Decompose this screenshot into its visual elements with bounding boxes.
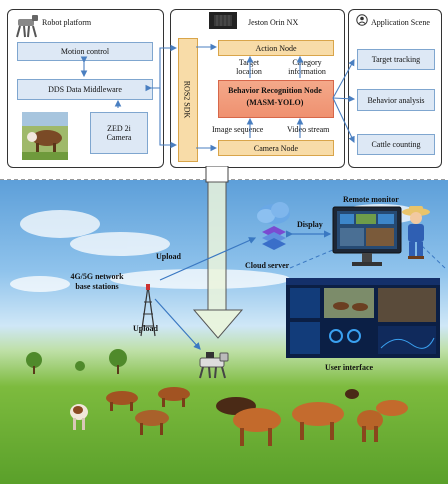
- action-node-box: Action Node: [218, 40, 334, 56]
- upload-label-bottom: Upload: [133, 324, 158, 333]
- upload-label-top: Upload: [156, 252, 181, 261]
- camera-node-box: Camera Node: [218, 140, 334, 156]
- field-robot-icon: [199, 352, 229, 379]
- user-interface-label: User interface: [325, 363, 374, 372]
- jetson-board-icon: [209, 12, 237, 29]
- cloud-server-label: Cloud server: [245, 261, 290, 270]
- base-station-tower-icon: [140, 284, 156, 337]
- cloud-server-icon: [257, 202, 290, 250]
- top-arrows: [80, 43, 356, 152]
- robot-platform-title: Robot platform: [42, 18, 92, 27]
- category-information-label: Category information: [288, 58, 326, 76]
- app-item-cattle-counting: Cattle counting: [357, 134, 435, 155]
- user-icon: [356, 14, 368, 26]
- app-item-behavior-analysis: Behavior analysis: [357, 89, 435, 111]
- network-links: [154, 230, 446, 350]
- image-sequence-label: Image sequence: [212, 125, 264, 134]
- behavior-node-subtitle: (MASM-YOLO): [246, 98, 304, 107]
- app-item-target-tracking: Target tracking: [357, 49, 435, 70]
- trees-decoration: [26, 349, 127, 374]
- ros2-sdk-bar: [178, 38, 198, 162]
- cow-photo: [22, 112, 68, 160]
- cattle-herd: [70, 387, 408, 446]
- base-station-label-line1: 4G/5G network: [70, 272, 124, 281]
- jetson-title: Jeston Orin NX: [248, 18, 299, 27]
- farmer-icon: [402, 206, 430, 259]
- video-stream-label: Video stream: [287, 125, 330, 134]
- target-location-label: Target location: [236, 58, 262, 76]
- behavior-node-title: Behavior Recognition Node: [228, 86, 322, 95]
- zed-camera-label: ZED 2i Camera: [106, 124, 132, 142]
- display-label: Display: [297, 220, 323, 229]
- application-scene-title: Application Scene: [371, 18, 430, 27]
- remote-monitor-icon: [332, 206, 402, 266]
- user-interface-screenshot: [286, 278, 440, 358]
- down-arrow: [192, 166, 244, 339]
- base-station-label-line2: base stations: [75, 282, 119, 291]
- remote-monitor-label: Remote monitor: [343, 195, 399, 204]
- zed-camera-box: ZED 2i Camera: [90, 112, 148, 154]
- robot-dog-icon: [16, 15, 38, 38]
- behavior-recognition-node-box: [218, 80, 334, 118]
